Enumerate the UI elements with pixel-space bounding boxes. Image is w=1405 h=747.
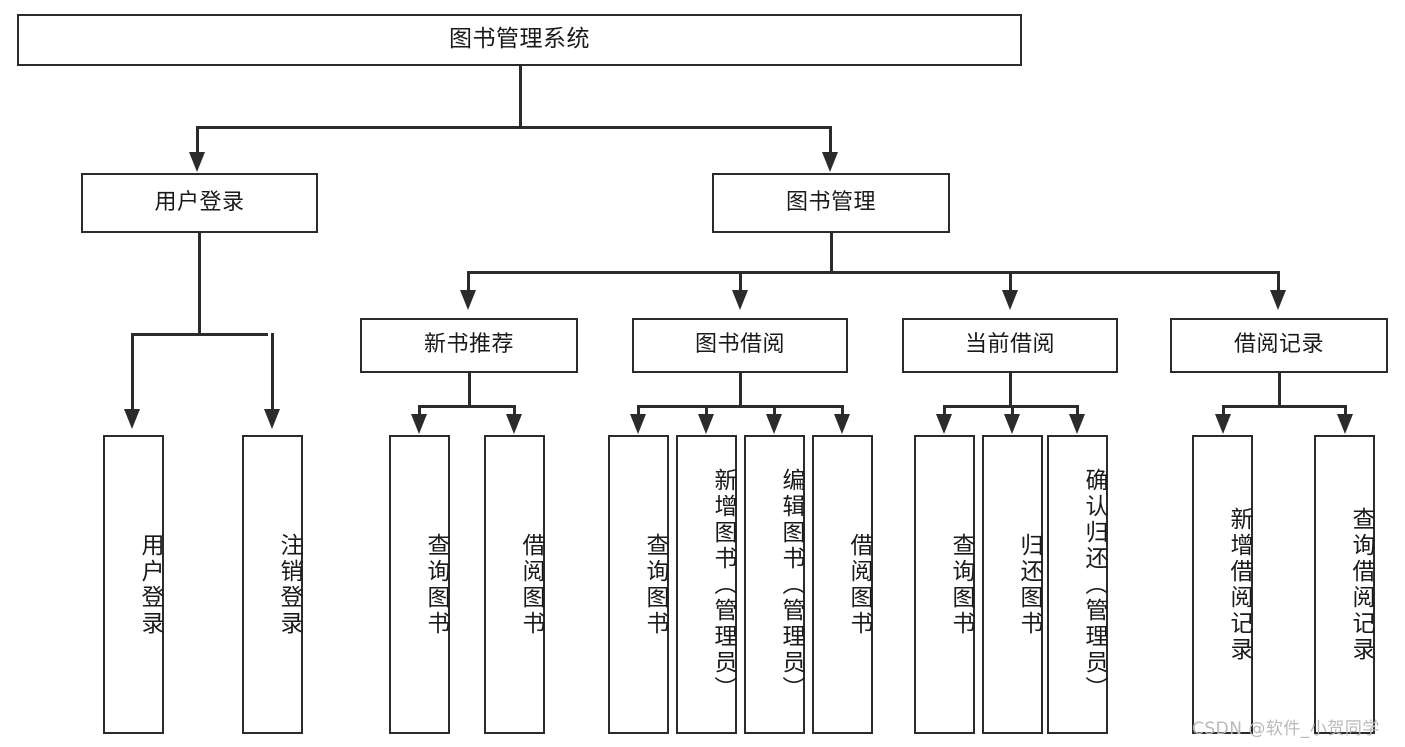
node-current-borrow[interactable]: 当前借阅 — [902, 318, 1118, 373]
edge-borrow-record-bar — [1222, 405, 1346, 408]
arrow-new-book-to-leaf-2 — [506, 414, 522, 434]
arrow-current-borrow-to-leaf-2 — [1004, 414, 1020, 434]
edge-book-mgmt-stem — [830, 233, 833, 273]
arrow-root-to-book-mgmt — [822, 152, 838, 172]
edge-new-book-to-leaf-2 — [513, 405, 516, 419]
leaf-current-borrow-return[interactable]: 归还图书 — [982, 435, 1043, 734]
edge-book-borrow-bar — [637, 405, 843, 408]
edge-new-book-bar — [418, 405, 515, 408]
edge-borrow-record-to-leaf-1 — [1222, 405, 1225, 419]
arrow-book-borrow-to-leaf-2 — [698, 414, 714, 434]
arrow-book-mgmt-to-new-book — [460, 290, 476, 310]
arrow-book-mgmt-to-record — [1270, 290, 1286, 310]
leaf-borrow-record-add[interactable]: 新增借阅记录 — [1192, 435, 1253, 734]
arrow-new-book-to-leaf-1 — [411, 414, 427, 434]
edge-book-mgmt-to-current — [1009, 271, 1012, 293]
edge-book-mgmt-to-record — [1277, 271, 1280, 293]
edge-book-borrow-to-leaf-1 — [637, 405, 640, 419]
arrow-book-mgmt-to-current — [1002, 290, 1018, 310]
edge-user-login-bar — [131, 333, 268, 336]
leaf-book-borrow-add[interactable]: 新增图书（管理员） — [676, 435, 737, 734]
edge-book-borrow-to-leaf-2 — [705, 405, 708, 419]
csdn-watermark: CSDN @软件_小贺同学 — [1192, 719, 1380, 739]
leaf-new-book-borrow[interactable]: 借阅图书 — [484, 435, 545, 734]
edge-user-login-to-leaf-1 — [131, 333, 134, 413]
edge-current-borrow-bar — [943, 405, 1078, 408]
arrow-root-to-user-login — [189, 152, 205, 172]
leaf-current-borrow-query[interactable]: 查询图书 — [914, 435, 975, 734]
edge-root-stem — [519, 66, 522, 128]
node-new-book-recommend[interactable]: 新书推荐 — [360, 318, 578, 373]
edge-book-borrow-to-leaf-3 — [773, 405, 776, 419]
node-book-management[interactable]: 图书管理 — [712, 173, 950, 233]
arrow-current-borrow-to-leaf-1 — [936, 414, 952, 434]
edge-user-login-to-leaf-2 — [271, 333, 274, 413]
arrow-user-login-to-leaf-1 — [124, 409, 140, 429]
node-user-login[interactable]: 用户登录 — [81, 173, 318, 233]
leaf-current-borrow-confirm[interactable]: 确认归还（管理员） — [1047, 435, 1108, 734]
edge-book-borrow-stem — [739, 373, 742, 407]
leaf-book-borrow-edit[interactable]: 编辑图书（管理员） — [744, 435, 805, 734]
edge-book-mgmt-to-new-book — [467, 271, 470, 293]
edge-book-mgmt-bar — [467, 271, 1278, 274]
edge-borrow-record-to-leaf-2 — [1344, 405, 1347, 419]
leaf-user-login-logout[interactable]: 注销登录 — [242, 435, 303, 734]
arrow-borrow-record-to-leaf-2 — [1337, 414, 1353, 434]
edge-book-borrow-to-leaf-4 — [841, 405, 844, 419]
arrow-borrow-record-to-leaf-1 — [1215, 414, 1231, 434]
node-book-borrow[interactable]: 图书借阅 — [632, 318, 848, 373]
arrow-book-borrow-to-leaf-3 — [766, 414, 782, 434]
leaf-borrow-record-query[interactable]: 查询借阅记录 — [1314, 435, 1375, 734]
arrow-book-borrow-to-leaf-4 — [834, 414, 850, 434]
leaf-user-login-login[interactable]: 用户登录 — [103, 435, 164, 734]
edge-current-borrow-to-leaf-2 — [1011, 405, 1014, 419]
edge-root-bar — [196, 126, 832, 129]
edge-book-mgmt-to-borrow — [739, 271, 742, 293]
arrow-book-borrow-to-leaf-1 — [630, 414, 646, 434]
edge-root-to-user-login — [196, 126, 199, 156]
arrow-book-mgmt-to-borrow — [732, 290, 748, 310]
edge-current-borrow-to-leaf-3 — [1076, 405, 1079, 419]
leaf-book-borrow-borrow[interactable]: 借阅图书 — [812, 435, 873, 734]
leaf-new-book-query[interactable]: 查询图书 — [389, 435, 450, 734]
node-root-system[interactable]: 图书管理系统 — [17, 14, 1022, 66]
arrow-current-borrow-to-leaf-3 — [1069, 414, 1085, 434]
edge-current-borrow-to-leaf-1 — [943, 405, 946, 419]
edge-borrow-record-stem — [1278, 373, 1281, 407]
edge-new-book-to-leaf-1 — [418, 405, 421, 419]
node-borrow-record[interactable]: 借阅记录 — [1170, 318, 1388, 373]
edge-current-borrow-stem — [1009, 373, 1012, 407]
edge-user-login-stem — [198, 233, 201, 335]
edge-new-book-stem — [468, 373, 471, 407]
arrow-user-login-to-leaf-2 — [264, 409, 280, 429]
edge-root-to-book-mgmt — [829, 126, 832, 156]
leaf-book-borrow-query[interactable]: 查询图书 — [608, 435, 669, 734]
